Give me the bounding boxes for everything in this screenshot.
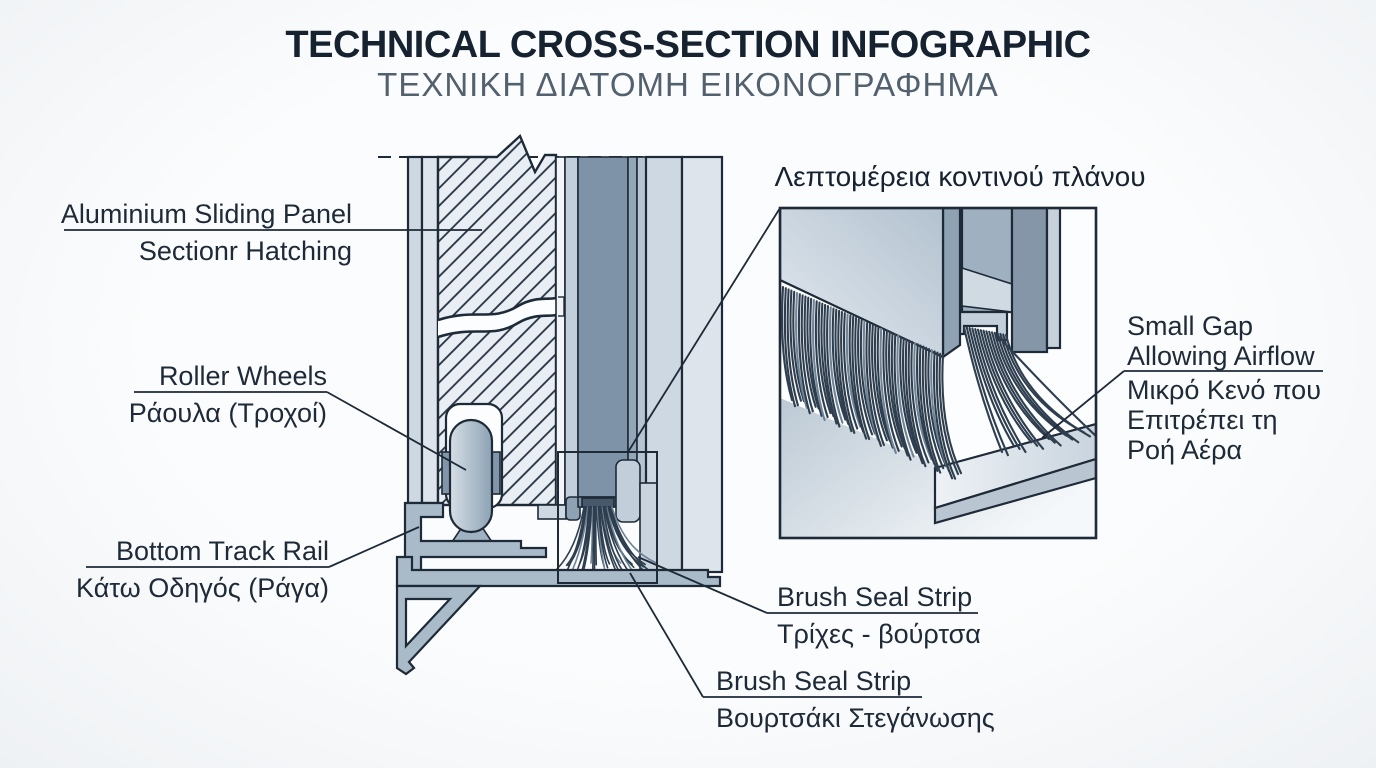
leader-track (328, 526, 420, 568)
roller-wheel (441, 418, 501, 543)
label-line: Roller Wheels (158, 361, 327, 391)
detail-view-border (778, 206, 1098, 540)
label-line: Επιτρέπει τη (1127, 405, 1278, 435)
label-line: Small Gap (1127, 311, 1254, 341)
label-line: Bottom Track Rail (115, 536, 329, 566)
label-line: Ροή Αέρα (1127, 435, 1243, 465)
main-cross-section (378, 134, 724, 676)
fixed-frame (644, 155, 724, 574)
detail-view-heading: Λεπτομέρεια κοντινού πλάνου (774, 161, 1146, 192)
material-break (437, 296, 557, 339)
leader-brush-hairs (637, 556, 768, 614)
brush-clamp (581, 497, 615, 508)
label-line: Ράουλα (Τροχοί) (128, 398, 327, 428)
detail-view (778, 206, 1098, 540)
leader-lines (64, 207, 1323, 698)
label-line: Μικρό Κενό που (1127, 375, 1321, 405)
interlock-profiles (555, 156, 647, 506)
label-brush-seal-hairs: Brush Seal Strip Τρίχες - βούρτσα (777, 582, 981, 650)
detail-frame-slabs (953, 208, 1062, 354)
label-line: Κάτω Οδηγός (Ράγα) (76, 573, 329, 603)
label-roller-wheels: Roller Wheels Ράουλα (Τροχοί) (113, 361, 327, 429)
label-line: Brush Seal Strip (716, 666, 912, 696)
label-line: Τρίχες - βούρτσα (777, 619, 981, 649)
detail-callout-rect (557, 451, 658, 584)
label-bottom-track: Bottom Track Rail Κάτω Οδηγός (Ράγα) (66, 536, 329, 604)
page-title: TECHNICAL CROSS-SECTION INFOGRAPHIC (285, 24, 1091, 66)
panel-edge-band (406, 155, 440, 505)
label-brush-seal-strip: Brush Seal Strip Βουρτσάκι Στεγάνωσης (716, 666, 995, 734)
leader-small-gap (1041, 370, 1125, 439)
label-line: Brush Seal Strip (777, 582, 973, 612)
label-line: Βουρτσάκι Στεγάνωσης (716, 703, 995, 733)
label-line: Aluminium Sliding Panel (60, 199, 352, 229)
label-line: Allowing Airflow (1127, 341, 1315, 371)
page-subtitle: ΤΕΧΝΙΚΗ ΔΙΑΤΟΜΗ ΕΙΚΟΝΟΓΡΑΦΗΜΑ (377, 66, 999, 103)
leader-brush-strip (629, 572, 704, 698)
label-aluminium-panel: Aluminium Sliding Panel Sectionr Hatchin… (58, 199, 352, 267)
bottom-track-rail (395, 501, 722, 676)
stray-bristle (996, 334, 1096, 438)
airflow-rail (933, 422, 1096, 525)
connector-detail-view (627, 207, 781, 453)
label-line: Sectionr Hatching (138, 236, 352, 266)
leader-roller (326, 391, 467, 471)
brush-clump-left (781, 285, 963, 480)
label-small-gap: Small Gap Allowing Airflow Μικρό Κενό πο… (1127, 311, 1321, 465)
brush-seal-main (556, 506, 658, 576)
